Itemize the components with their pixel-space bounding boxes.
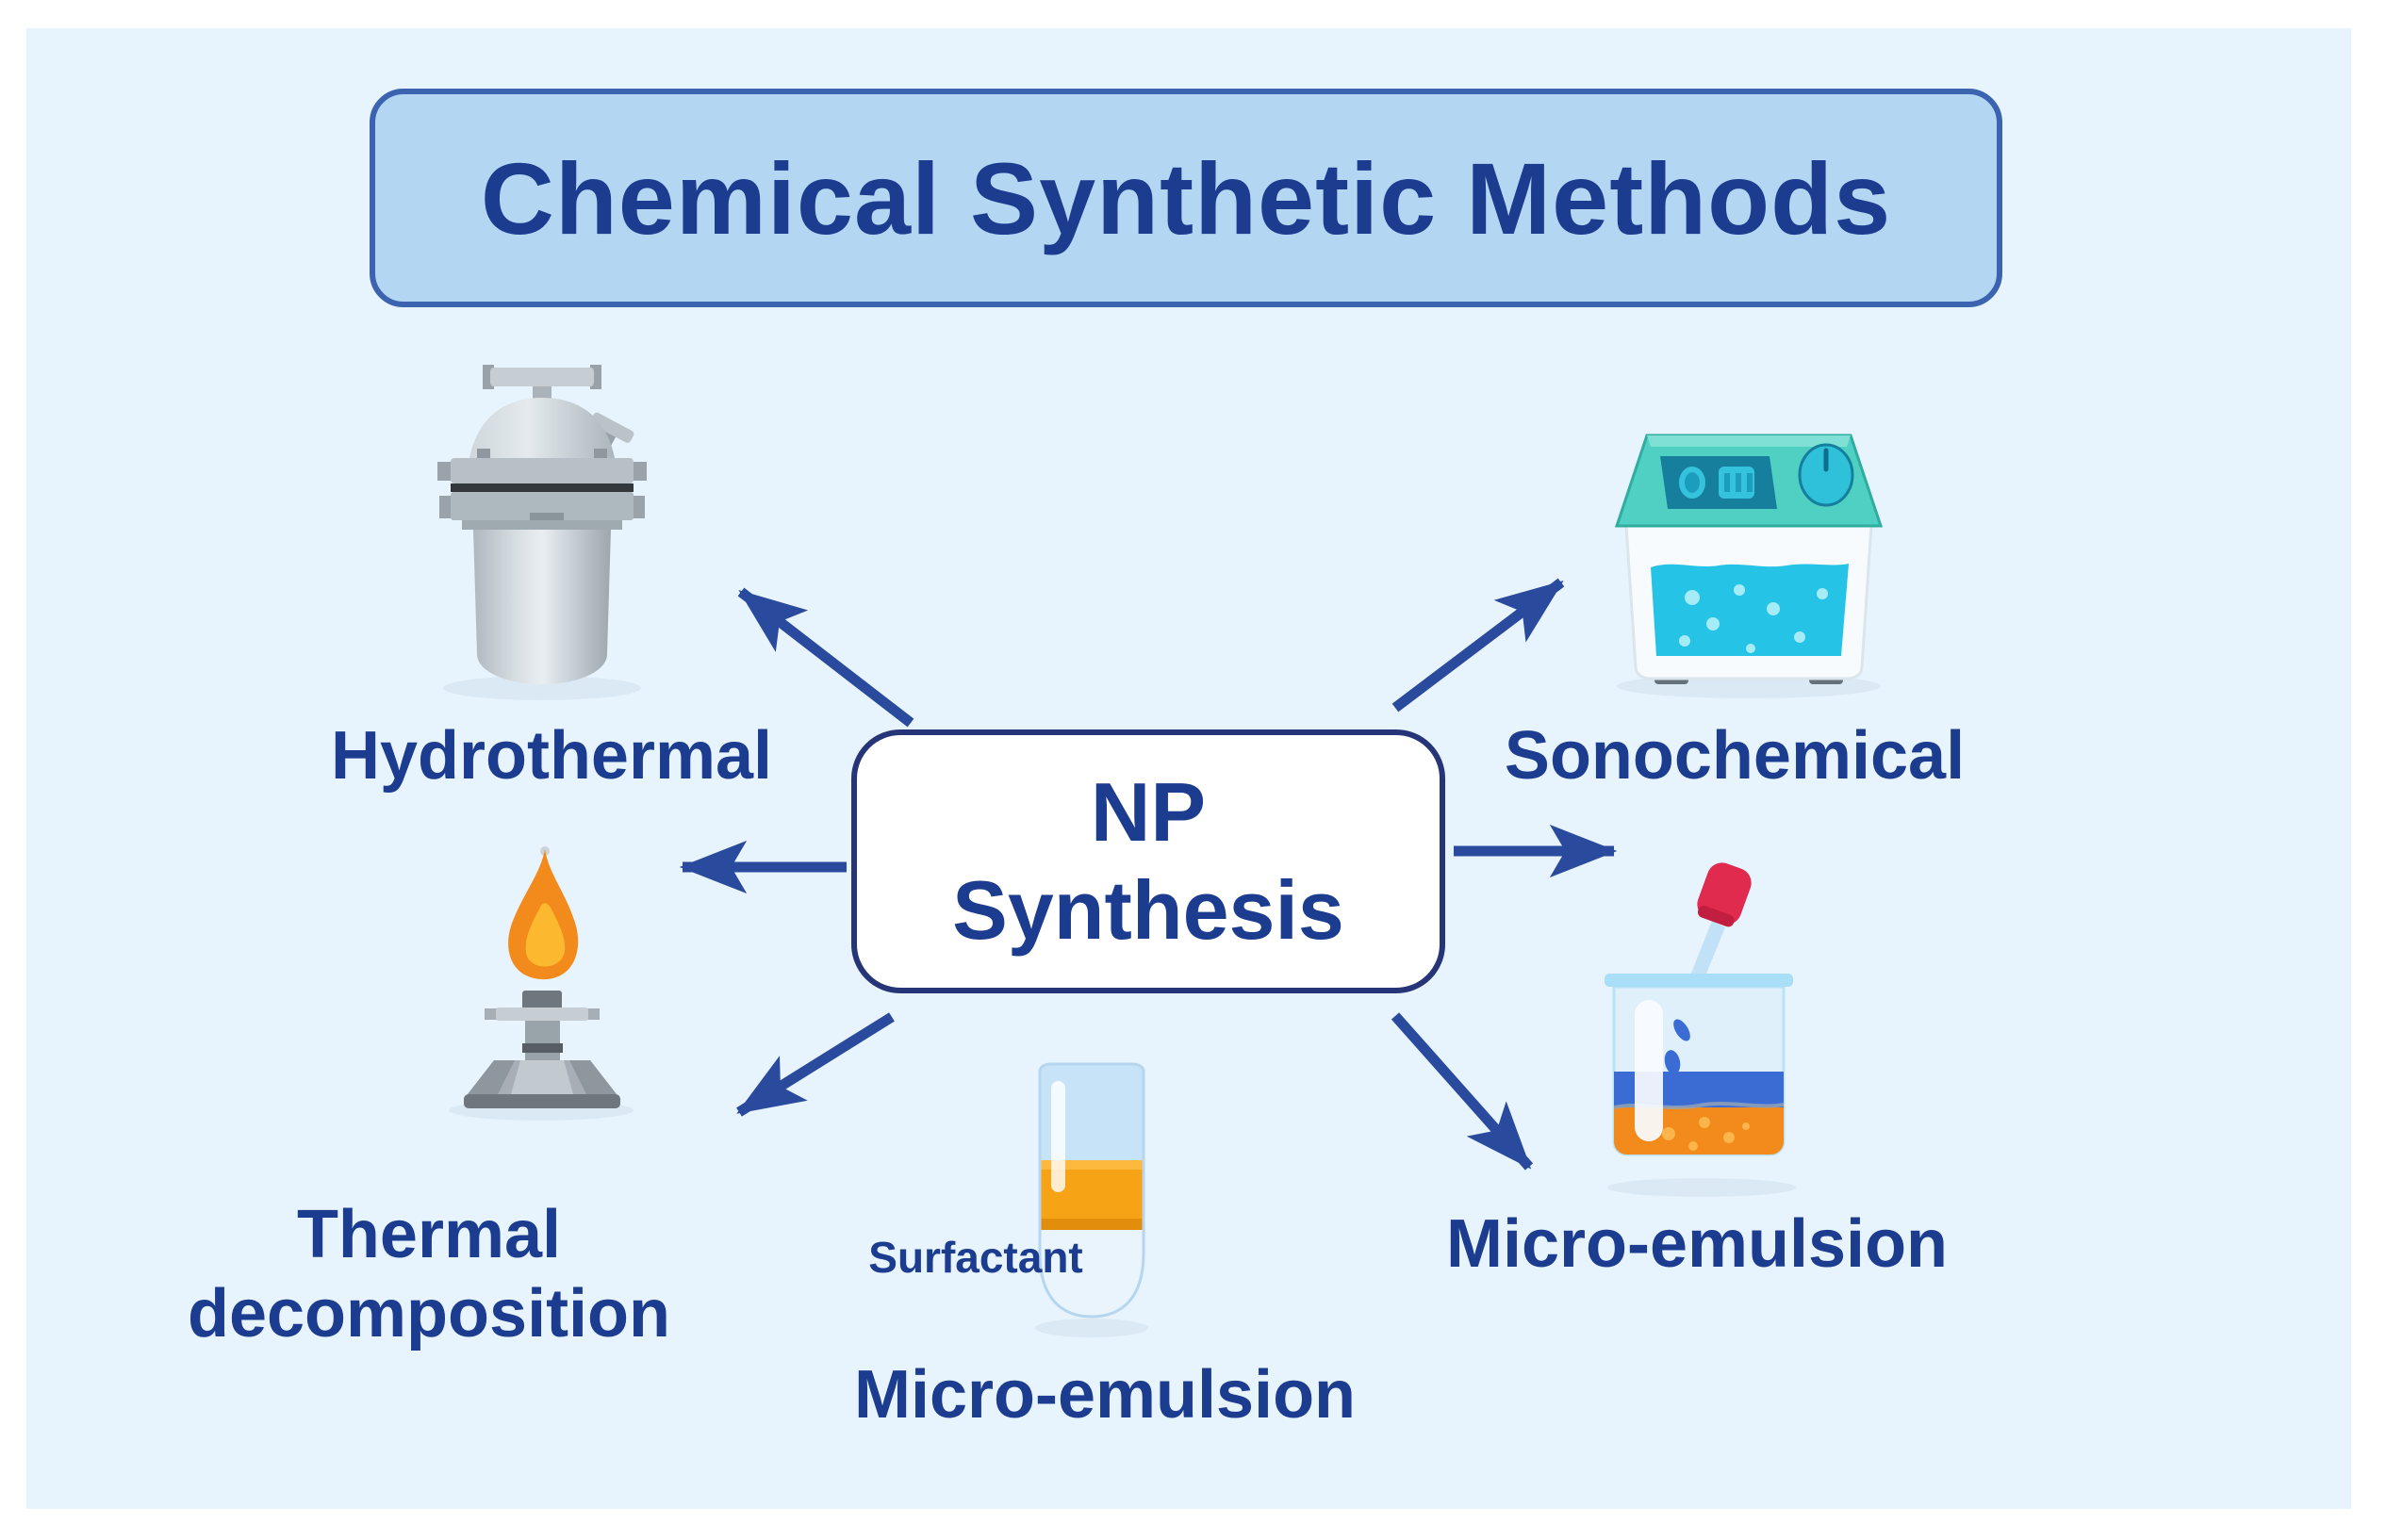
title-box: Chemical Synthetic Methods [370, 89, 2002, 307]
tube-shadow [1035, 1319, 1148, 1337]
np-line1: NP [1090, 765, 1207, 859]
burner-flame-icon [449, 846, 634, 1121]
title-text: Chemical Synthetic Methods [480, 140, 1892, 255]
label-micro-emulsion-right: Micro-emulsion [1445, 1206, 1949, 1282]
bath-bubbles [1679, 584, 1828, 653]
pipette-drops [1664, 1019, 1690, 1074]
ultrasonic-bath-icon [1614, 434, 1884, 698]
label-sonochemical: Sonochemical [1504, 718, 1966, 794]
beaker-dropper-icon [1605, 862, 1796, 1197]
label-surfactant: Surfactant [868, 1233, 1083, 1282]
label-hydrothermal: Hydrothermal [330, 718, 773, 794]
np-synthesis-node: NP Synthesis [851, 729, 1445, 993]
label-thermal-line2: decomposition [187, 1276, 671, 1352]
label-thermal-line1: Thermal [296, 1197, 562, 1272]
surfactant-tube-icon [1035, 1062, 1148, 1337]
dropper-bulb [1697, 862, 1752, 927]
beaker-shadow [1607, 1178, 1796, 1197]
dial-knob [1798, 443, 1854, 507]
label-thermal-decomposition: Thermal decomposition [188, 1195, 670, 1353]
autoclave-shadow [443, 676, 641, 700]
autoclave-icon [437, 365, 647, 700]
label-micro-emulsion-bottom: Micro-emulsion [853, 1357, 1357, 1433]
np-line2: Synthesis [952, 863, 1344, 957]
